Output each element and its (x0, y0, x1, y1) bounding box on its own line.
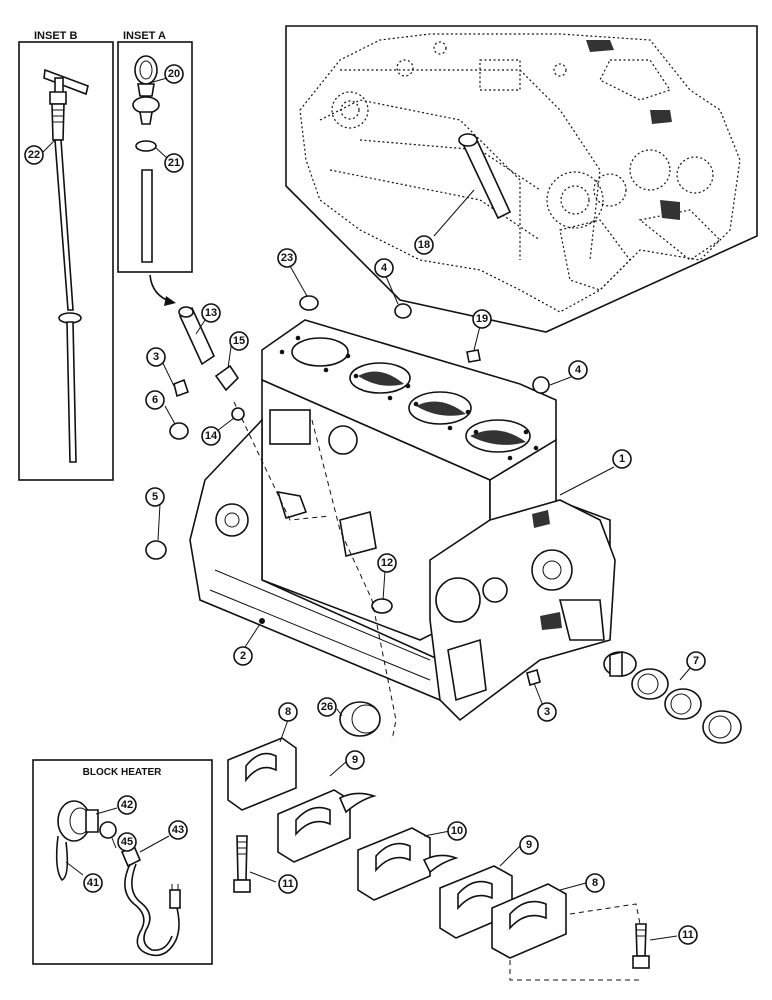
callout-7: 7 (686, 651, 706, 671)
inset-a-title: INSET A (123, 30, 166, 42)
svg-text:9: 9 (526, 839, 532, 851)
callout-13: 13 (201, 303, 221, 323)
cup-plug (169, 422, 189, 440)
dipstick-tube (43, 68, 89, 463)
svg-text:42: 42 (121, 799, 133, 811)
bolts (233, 835, 650, 981)
svg-text:41: 41 (87, 877, 99, 889)
callout-10: 10 (447, 821, 467, 841)
o-ring (231, 407, 245, 421)
callout-19: 19 (472, 309, 492, 329)
callout-9: 9 (345, 750, 365, 770)
callout-12: 12 (377, 553, 397, 573)
callout-41: 41 (83, 873, 103, 893)
callout-22: 22 (24, 145, 44, 165)
svg-text:5: 5 (152, 491, 158, 503)
callout-11: 11 (278, 874, 298, 894)
svg-text:10: 10 (451, 825, 463, 837)
svg-text:21: 21 (168, 157, 180, 169)
callouts: 1 2 3 3 4 4 5 6 7 8 8 9 9 10 11 11 12 13… (24, 64, 706, 945)
detail-view (285, 25, 758, 333)
callout-42: 42 (117, 795, 137, 815)
block-heater-inset: BLOCK HEATER (32, 759, 213, 965)
svg-text:11: 11 (682, 929, 694, 941)
pipe-plug (466, 349, 481, 363)
svg-text:3: 3 (153, 351, 159, 363)
leader-lines (65, 265, 697, 941)
svg-text:4: 4 (575, 364, 582, 376)
callout-3: 3 (146, 347, 166, 367)
svg-text:12: 12 (381, 557, 393, 569)
heater-o-ring (99, 821, 117, 839)
cup-plug (394, 303, 412, 319)
inset-a: INSET A (117, 30, 193, 273)
svg-text:45: 45 (121, 836, 133, 848)
small-parts (145, 295, 550, 737)
main-bearing-caps (227, 737, 567, 959)
inset-b: INSET B (18, 30, 114, 481)
svg-text:9: 9 (352, 754, 358, 766)
svg-text:15: 15 (233, 335, 245, 347)
o-ring (135, 140, 157, 152)
svg-text:2: 2 (240, 650, 246, 662)
svg-text:18: 18 (418, 239, 430, 251)
svg-text:4: 4 (381, 262, 388, 274)
callout-20: 20 (164, 64, 184, 84)
callout-14: 14 (201, 426, 221, 446)
callout-2: 2 (233, 646, 253, 666)
svg-text:8: 8 (592, 877, 598, 889)
cam-bearings (603, 650, 742, 744)
expansion-plug (299, 295, 319, 311)
svg-text:3: 3 (544, 706, 550, 718)
callout-3: 3 (537, 702, 557, 722)
callout-15: 15 (229, 331, 249, 351)
callout-45: 45 (117, 832, 137, 852)
svg-text:1: 1 (619, 453, 625, 465)
callout-6: 6 (145, 390, 165, 410)
pipe-plug (526, 668, 541, 687)
svg-text:20: 20 (168, 68, 180, 80)
filler-tube (141, 169, 153, 263)
callout-5: 5 (145, 487, 165, 507)
callout-1: 1 (612, 449, 632, 469)
svg-text:14: 14 (205, 430, 218, 442)
svg-text:6: 6 (152, 394, 158, 406)
svg-text:7: 7 (693, 655, 699, 667)
svg-text:8: 8 (285, 706, 291, 718)
svg-text:43: 43 (172, 824, 184, 836)
callout-9: 9 (519, 835, 539, 855)
callout-11: 11 (678, 925, 698, 945)
block-heater-title: BLOCK HEATER (83, 767, 162, 778)
callout-23: 23 (277, 248, 297, 268)
svg-text:26: 26 (321, 701, 333, 713)
engine-block (189, 319, 616, 722)
svg-text:19: 19 (476, 313, 488, 325)
dowel (259, 618, 265, 624)
callout-8: 8 (585, 873, 605, 893)
svg-text:11: 11 (282, 878, 294, 890)
callout-26: 26 (317, 697, 337, 717)
svg-text:22: 22 (28, 149, 40, 161)
svg-text:13: 13 (205, 307, 217, 319)
expansion-plug (145, 540, 167, 560)
oil-filler-cap (132, 55, 168, 125)
callout-4: 4 (374, 258, 394, 278)
callout-4: 4 (568, 360, 588, 380)
callout-8: 8 (278, 702, 298, 722)
adapter-fitting (214, 364, 240, 392)
svg-text:23: 23 (281, 252, 293, 264)
dowel-pin (460, 137, 512, 220)
callout-18: 18 (414, 235, 434, 255)
callout-21: 21 (164, 153, 184, 173)
pipe-plug (173, 378, 190, 398)
callout-43: 43 (168, 820, 188, 840)
inset-b-title: INSET B (34, 30, 77, 42)
cup-plug (532, 376, 550, 394)
